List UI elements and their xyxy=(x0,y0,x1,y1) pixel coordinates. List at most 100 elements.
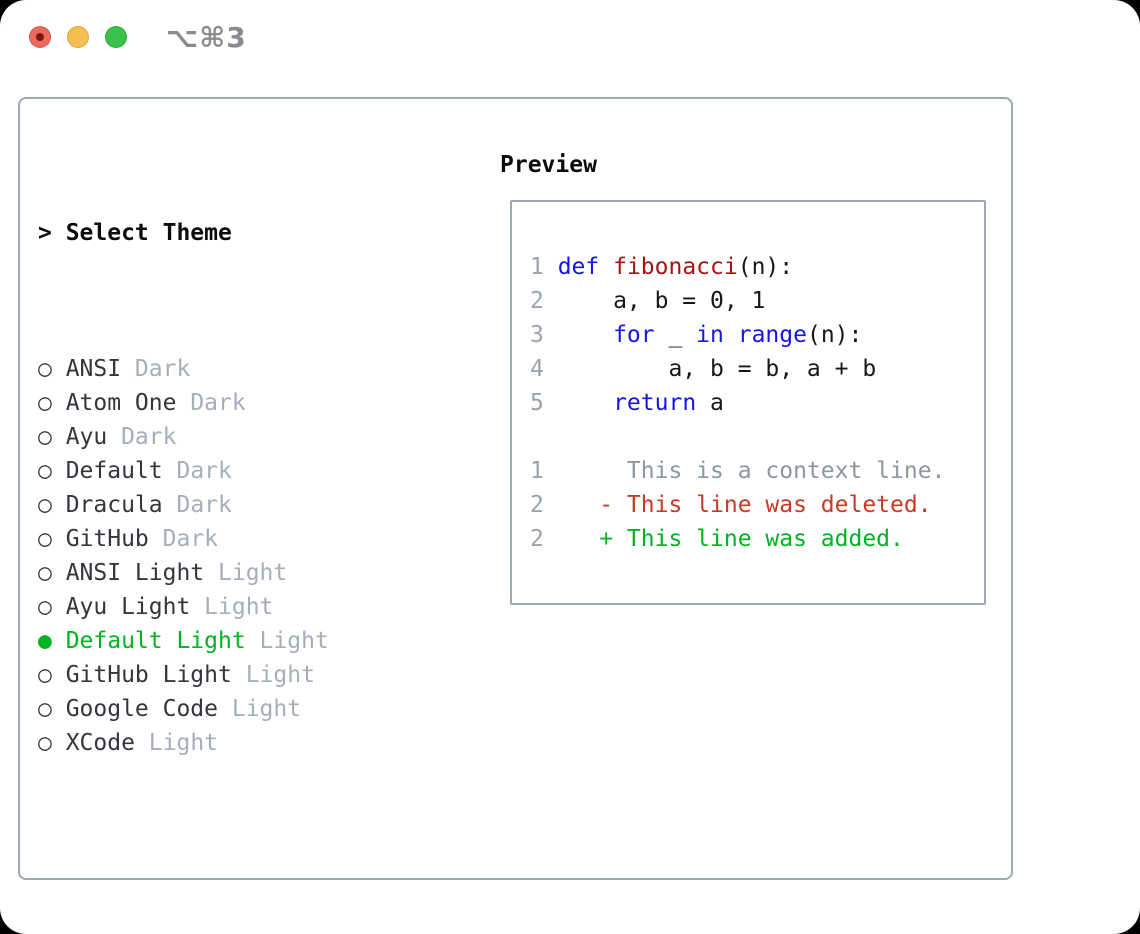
zoom-button[interactable] xyxy=(105,26,127,48)
theme-variant: Dark xyxy=(162,492,232,518)
theme-name: Default xyxy=(65,458,163,484)
theme-picker-panel: > Select Theme ○ ANSI Dark ○ Atom One Dark ○ A… xyxy=(18,97,1013,880)
theme-name: Atom One xyxy=(65,390,177,416)
radio-unselected-icon: ○ xyxy=(38,424,52,450)
code-line: 2 a, b = 0, 1 xyxy=(530,284,945,318)
radio-selected-icon: ● xyxy=(38,628,52,654)
token-keyword: for xyxy=(613,322,655,348)
code-line: 4 a, b = b, a + b xyxy=(530,352,945,386)
code-line: 1 def fibonacci(n): xyxy=(530,250,945,284)
window-title: ⌥⌘3 xyxy=(166,21,247,54)
theme-option-ayu-light[interactable]: ○ Ayu Light Light xyxy=(38,590,426,624)
unsaved-changes-dot xyxy=(36,33,44,41)
theme-variant: Light xyxy=(204,560,288,586)
radio-unselected-icon: ○ xyxy=(38,492,52,518)
token-context: This is a context line. xyxy=(557,458,946,484)
theme-variant: Dark xyxy=(107,424,177,450)
theme-variant: Dark xyxy=(148,526,219,552)
theme-option-ansi[interactable]: ○ ANSI Dark xyxy=(38,352,426,386)
radio-unselected-icon: ○ xyxy=(38,662,52,688)
radio-unselected-icon: ○ xyxy=(38,560,52,586)
theme-option-default[interactable]: ○ Default Dark xyxy=(38,454,426,488)
select-theme-header: > Select Theme xyxy=(38,216,426,250)
code-line: 5 return a xyxy=(530,386,945,420)
close-button[interactable] xyxy=(29,26,51,48)
code-line: 2 + This line was added. xyxy=(530,522,945,556)
line-number: 1 xyxy=(530,458,544,484)
preview-label: Preview xyxy=(500,152,597,178)
theme-list-column: > Select Theme ○ ANSI Dark ○ Atom One Dark ○ A… xyxy=(38,148,426,934)
code-line: 2 - This line was deleted. xyxy=(530,488,945,522)
token-plain: a xyxy=(696,390,724,416)
theme-option-xcode[interactable]: ○ XCode Light xyxy=(38,726,426,760)
theme-variant: Light xyxy=(190,594,274,620)
line-number: 4 xyxy=(530,356,544,382)
line-number: 1 xyxy=(530,254,544,280)
token-plain: a, b = 0, 1 xyxy=(557,288,766,314)
theme-option-github[interactable]: ○ GitHub Dark xyxy=(38,522,426,556)
code-line: 1 This is a context line. xyxy=(530,454,945,488)
token-plain: (n): xyxy=(806,322,863,348)
minimize-button[interactable] xyxy=(67,26,89,48)
theme-list: ○ ANSI Dark ○ Atom One Dark ○ Ayu Dark ○ Defaul… xyxy=(38,352,426,760)
token-plain xyxy=(558,322,613,348)
theme-variant: Light xyxy=(134,730,219,756)
token-plain xyxy=(558,390,613,416)
theme-name: XCode xyxy=(65,730,135,756)
radio-unselected-icon: ○ xyxy=(38,458,52,484)
token-function: fibonacci xyxy=(613,254,738,280)
token-plain: a, b = b, a + b xyxy=(557,356,877,382)
theme-option-github-light[interactable]: ○ GitHub Light Light xyxy=(38,658,426,692)
theme-option-atom-one[interactable]: ○ Atom One Dark xyxy=(38,386,426,420)
blank-line xyxy=(530,420,945,454)
theme-name: Dracula xyxy=(65,492,163,518)
theme-name: Google Code xyxy=(65,696,219,722)
theme-variant: Dark xyxy=(121,356,191,382)
theme-variant: Dark xyxy=(176,390,246,416)
traffic-lights xyxy=(29,26,127,48)
line-number: 5 xyxy=(530,390,544,416)
theme-name: ANSI xyxy=(65,356,122,382)
radio-unselected-icon: ○ xyxy=(38,526,52,552)
theme-variant: Light xyxy=(245,628,329,654)
token-added: + This line was added. xyxy=(557,526,904,552)
theme-variant: Dark xyxy=(162,458,232,484)
theme-variant: Light xyxy=(231,662,315,688)
theme-name: GitHub Light xyxy=(65,662,232,688)
radio-unselected-icon: ○ xyxy=(38,356,52,382)
theme-name: Default Light xyxy=(65,628,246,654)
code-line: 3 for _ in range(n): xyxy=(530,318,945,352)
token-plain xyxy=(599,254,613,280)
radio-unselected-icon: ○ xyxy=(38,390,52,416)
theme-option-default-light[interactable]: ● Default Light Light xyxy=(38,624,426,658)
token-keyword: return xyxy=(613,390,697,416)
radio-unselected-icon: ○ xyxy=(38,594,52,620)
line-number: 3 xyxy=(530,322,544,348)
token-keyword: range xyxy=(737,322,807,348)
line-number: 2 xyxy=(530,288,544,314)
theme-option-google-code[interactable]: ○Google Code Light xyxy=(38,692,426,726)
theme-name: Ayu xyxy=(65,424,108,450)
line-number: 2 xyxy=(530,492,544,518)
radio-unselected-icon: ○ xyxy=(38,730,52,756)
token-keyword: def xyxy=(557,254,600,280)
token-deleted: - This line was deleted. xyxy=(557,492,932,518)
cursor-icon: > xyxy=(38,220,52,246)
select-theme-label: Select Theme xyxy=(65,220,232,246)
token-plain: _ xyxy=(654,322,697,348)
token-keyword: in xyxy=(696,322,724,348)
theme-option-ayu[interactable]: ○ Ayu Dark xyxy=(38,420,426,454)
token-plain: (n): xyxy=(737,254,794,280)
theme-variant: Light xyxy=(218,696,302,722)
theme-name: ANSI Light xyxy=(65,560,205,586)
theme-name: Ayu Light xyxy=(65,594,191,620)
theme-name: GitHub xyxy=(65,526,149,552)
line-number: 2 xyxy=(530,526,544,552)
token-plain xyxy=(724,322,738,348)
theme-option-dracula[interactable]: ○ Dracula Dark xyxy=(38,488,426,522)
theme-option-ansi-light[interactable]: ○ ANSI Light Light xyxy=(38,556,426,590)
apply-to-section: Apply To ●User Settings○Workspace Settin… xyxy=(38,896,426,934)
